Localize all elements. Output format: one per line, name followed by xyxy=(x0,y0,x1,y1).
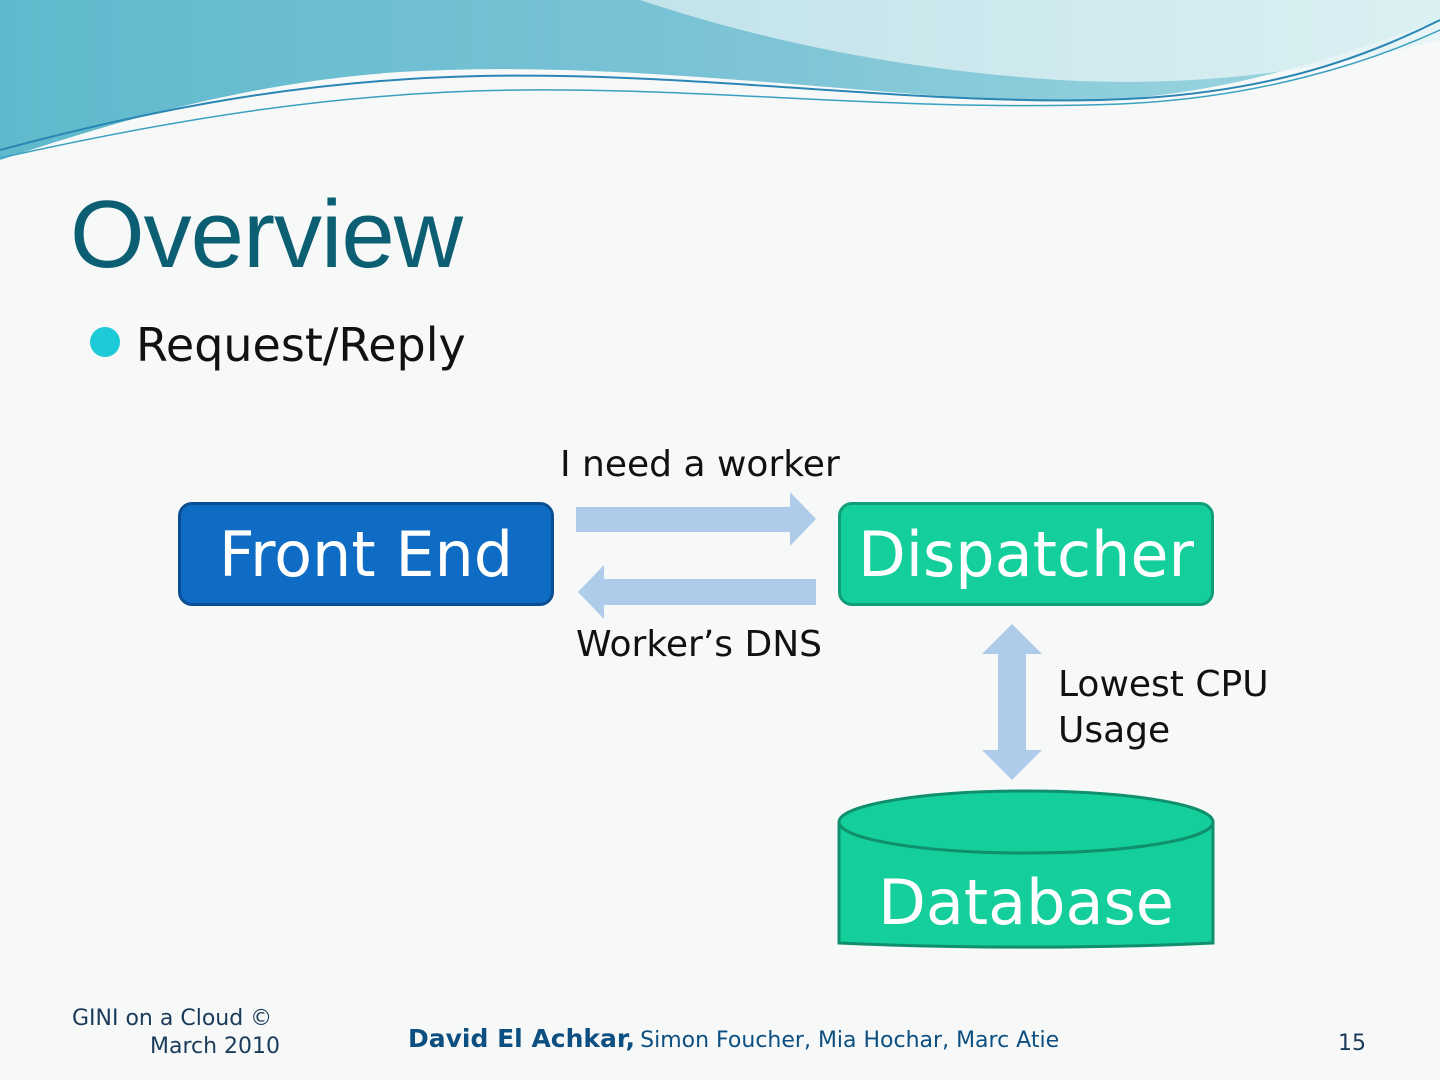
reply-arrow xyxy=(578,565,816,619)
reply-edge-label: Worker’s DNS xyxy=(576,624,822,665)
query-edge-label-line2: Usage xyxy=(1058,708,1269,754)
footer-lead-author: David El Achkar, xyxy=(408,1024,635,1053)
footer-coauthors: Simon Foucher, Mia Hochar, Marc Atie xyxy=(640,1028,1059,1053)
database-node-label: Database xyxy=(838,862,1214,942)
page-number: 15 xyxy=(1338,1031,1366,1056)
footer-authors: David El Achkar, Simon Foucher, Mia Hoch… xyxy=(408,1024,1059,1053)
footer-copyright-line1: GINI on a Cloud © xyxy=(72,1006,272,1031)
footer-copyright: GINI on a Cloud © March 2010 xyxy=(72,1005,280,1061)
request-edge-label: I need a worker xyxy=(560,444,840,485)
query-double-arrow xyxy=(982,624,1042,780)
query-edge-label: Lowest CPU Usage xyxy=(1058,662,1269,754)
footer-date: March 2010 xyxy=(72,1033,280,1061)
query-edge-label-line1: Lowest CPU xyxy=(1058,662,1269,708)
request-arrow xyxy=(576,492,816,546)
